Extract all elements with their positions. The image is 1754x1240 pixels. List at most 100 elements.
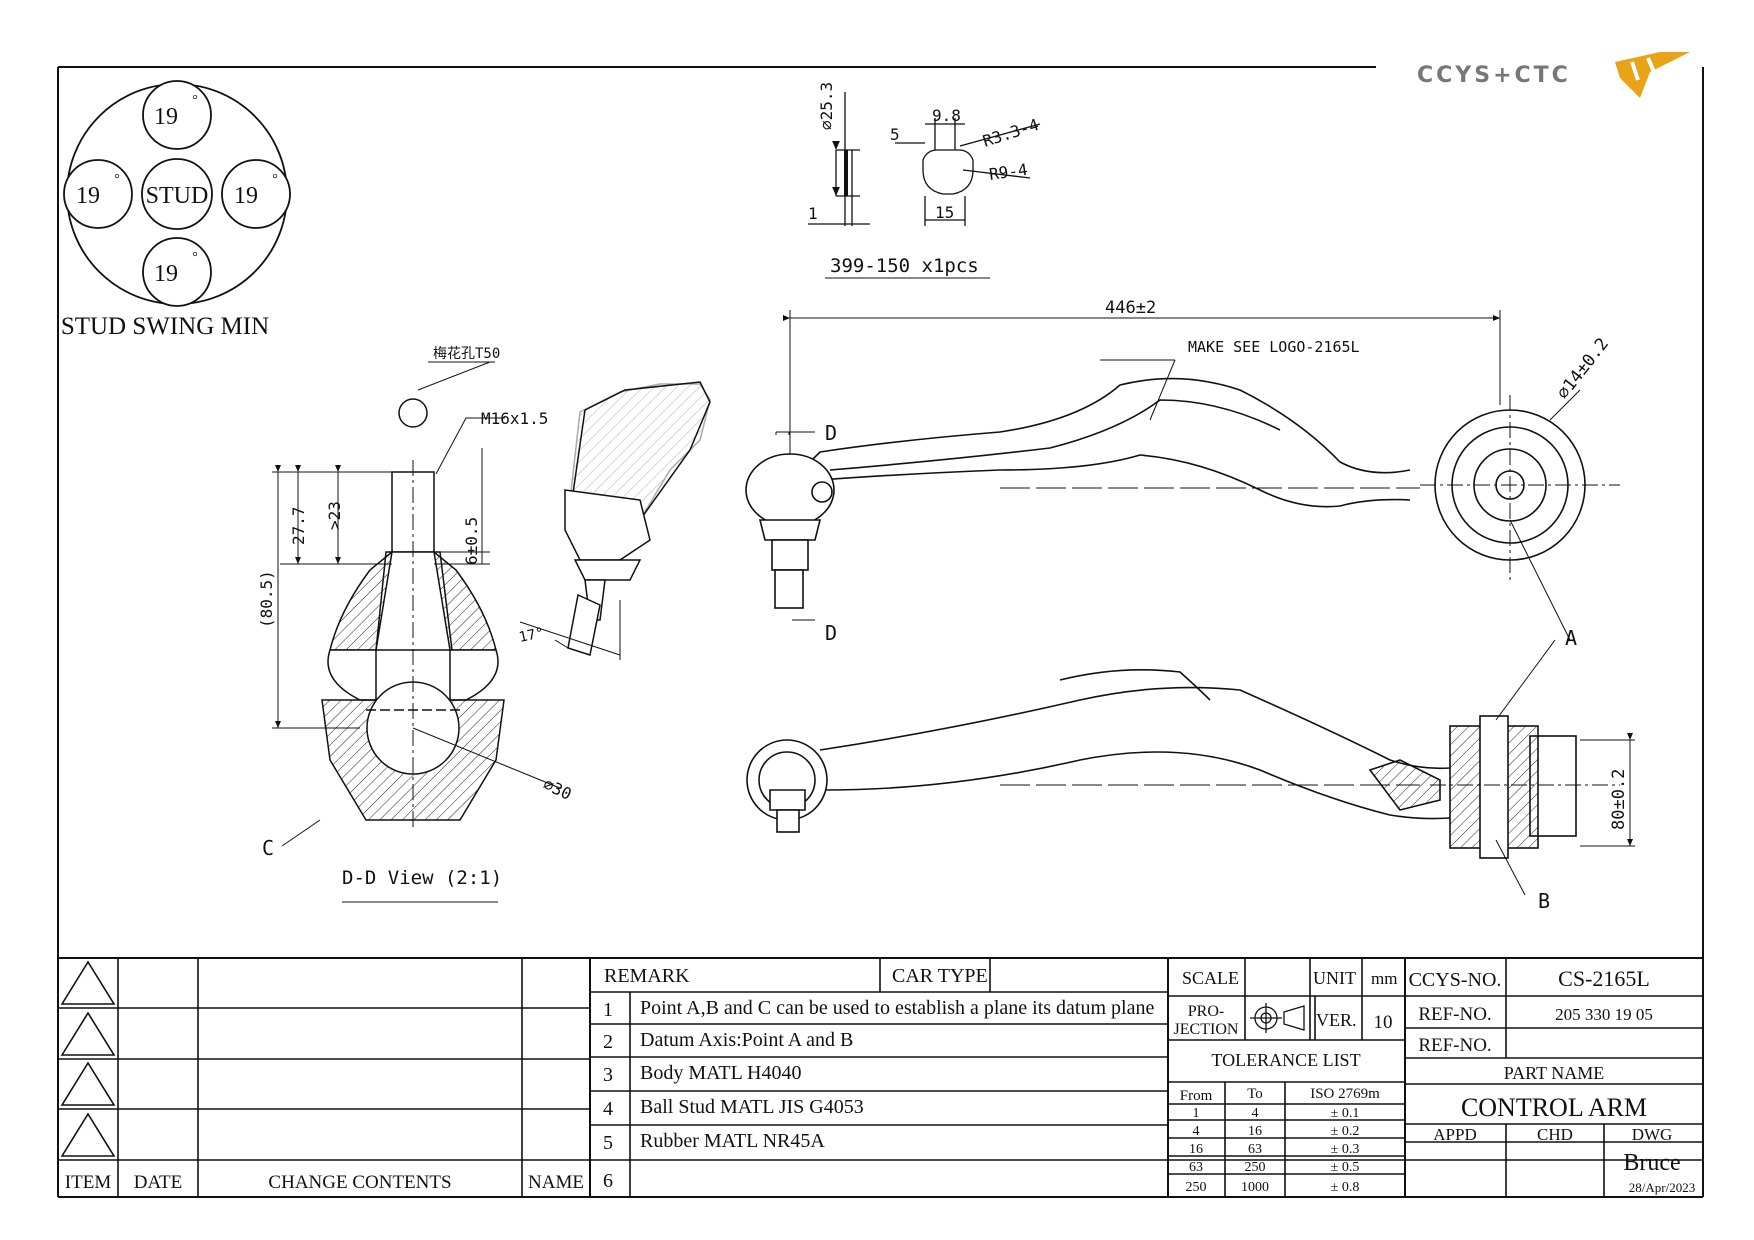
title-block-grid [58, 957, 1703, 1197]
tol-r2-to: 16 [1248, 1124, 1262, 1139]
ccys-no-label: CCYS-NO. [1409, 969, 1502, 991]
tolerance-title: TOLERANCE LIST [1211, 1050, 1360, 1070]
deg-top: ° [192, 93, 198, 108]
bushing-w3: 15 [935, 203, 954, 222]
tol-r3-to: 63 [1248, 1142, 1262, 1157]
tol-from-header: From [1180, 1088, 1213, 1104]
swing-left-value: 19 [76, 183, 100, 209]
company-logo: CCYS+CTC [1417, 52, 1690, 98]
part-name-value: CONTROL ARM [1461, 1093, 1647, 1122]
tol-iso-header: ISO 2769m [1310, 1086, 1380, 1102]
arm-dia14: ⌀14±0.2 [1553, 334, 1613, 403]
remark-n3: 3 [603, 1064, 613, 1086]
tol-r2-val: ± 0.2 [1331, 1124, 1360, 1139]
tol-r3-from: 16 [1189, 1142, 1203, 1157]
rev-date-header: DATE [134, 1172, 183, 1193]
view-caption: D-D View (2:1) [342, 867, 502, 889]
remark-text3: Body MATL H4040 [640, 1062, 801, 1084]
dwg-label: DWG [1632, 1125, 1673, 1144]
remark-n2: 2 [603, 1031, 613, 1053]
tol-r5-from: 250 [1186, 1180, 1207, 1195]
arm-logo-note: MAKE SEE LOGO-2165L [1188, 338, 1360, 356]
car-type-label: CAR TYPE [892, 965, 988, 987]
logo-mark-icon [1615, 52, 1690, 98]
bushing-caption: 399-150 x1pcs [830, 255, 979, 277]
bushing-thickness: 1 [808, 204, 818, 223]
tol-r2-from: 4 [1193, 1124, 1200, 1139]
unit-label: UNIT [1313, 968, 1356, 988]
control-arm-side-view [746, 639, 1635, 896]
remark-n4: 4 [603, 1098, 613, 1120]
swing-right-value: 19 [234, 183, 258, 209]
projection-label-a: PRO- [1188, 1003, 1224, 1020]
scale-label: SCALE [1182, 968, 1239, 988]
angle-17: 17° [518, 625, 546, 646]
point-c: C [262, 836, 274, 860]
point-b: B [1538, 889, 1550, 913]
tol-r5-to: 1000 [1241, 1180, 1269, 1195]
section-d-top: D [825, 421, 837, 445]
dim-6: 6±0.5 [462, 517, 481, 565]
arm-length: 446±2 [1105, 298, 1156, 318]
tol-r4-from: 63 [1189, 1160, 1203, 1175]
deg-right: ° [272, 172, 278, 187]
ver-value: 10 [1374, 1012, 1393, 1033]
swing-top-value: 19 [154, 104, 178, 130]
revision-triangles [60, 960, 116, 1157]
stud-center-label: STUD [146, 183, 209, 209]
rev-item-header: ITEM [65, 1172, 112, 1193]
bushing-detail [808, 92, 1041, 279]
chd-label: CHD [1537, 1125, 1573, 1144]
remark-text2: Datum Axis:Point A and B [640, 1029, 853, 1051]
bushing-w2: 5 [890, 125, 900, 144]
bushing-dia: ⌀25.3 [817, 82, 836, 130]
ccys-no-value: CS-2165L [1558, 966, 1650, 991]
tol-r4-to: 250 [1245, 1160, 1266, 1175]
dim-30: ⌀30 [540, 774, 574, 803]
stud-swing-diagram [63, 80, 291, 307]
drawer-name: Bruce [1623, 1150, 1680, 1176]
rev-name-header: NAME [528, 1172, 584, 1193]
tol-r1-val: ± 0.1 [1331, 1106, 1360, 1121]
point-a: A [1565, 626, 1577, 650]
remark-text1: Point A,B and C can be used to establish… [640, 997, 1154, 1019]
stud-swing-title: STUD SWING MIN [61, 313, 269, 340]
ball-joint-section [272, 361, 561, 903]
rev-change-header: CHANGE CONTENTS [268, 1172, 451, 1193]
drawing-date: 28/Apr/2023 [1629, 1180, 1695, 1195]
deg-left: ° [114, 172, 120, 187]
bushing-r1: R3.3-4 [980, 115, 1041, 151]
bushing-w1: 9.8 [932, 106, 961, 125]
ref-no-value: 205 330 19 05 [1555, 1005, 1653, 1024]
thread-label: M16x1.5 [481, 409, 548, 428]
stud-angled-view [519, 381, 711, 660]
remark-text4: Ball Stud MATL JIS G4053 [640, 1096, 864, 1118]
remark-n6: 6 [603, 1170, 613, 1192]
ref-no2-label: REF-NO. [1418, 1035, 1491, 1056]
remark-text5: Rubber MATL NR45A [640, 1130, 825, 1152]
ref-no-label: REF-NO. [1418, 1004, 1491, 1025]
tol-r5-val: ± 0.8 [1331, 1180, 1360, 1195]
tol-r4-val: ± 0.5 [1331, 1160, 1360, 1175]
projection-symbol-icon [1250, 1003, 1305, 1033]
dim-27-7: 27.7 [289, 506, 308, 545]
section-d-bottom: D [825, 621, 837, 645]
appd-label: APPD [1433, 1125, 1476, 1144]
swing-bottom-value: 19 [154, 261, 178, 287]
tol-r3-val: ± 0.3 [1331, 1142, 1360, 1157]
tol-r1-from: 1 [1193, 1106, 1200, 1121]
control-arm-top-view [745, 310, 1620, 641]
dim-23: >23 [325, 501, 344, 530]
torx-label: 梅花孔T50 [433, 346, 500, 362]
dim-80-5: (80.5) [257, 570, 276, 628]
logo-text: CCYS+CTC [1417, 63, 1571, 88]
remark-n5: 5 [603, 1132, 613, 1154]
tol-to-header: To [1247, 1086, 1263, 1102]
unit-value: mm [1371, 969, 1397, 988]
arm-width-80: 80±0.2 [1609, 769, 1629, 830]
ver-label: VER. [1316, 1010, 1357, 1030]
remark-n1: 1 [603, 999, 613, 1021]
bushing-r2: R9-4 [988, 160, 1029, 184]
tol-r1-to: 4 [1252, 1106, 1259, 1121]
